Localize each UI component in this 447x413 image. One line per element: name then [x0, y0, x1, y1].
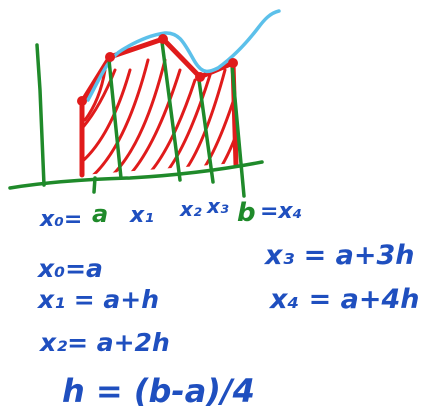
label-x3: x₃ — [206, 194, 229, 218]
point-x4 — [228, 58, 238, 68]
division-lines — [92, 40, 246, 198]
equation-x0: x₀=a — [36, 254, 103, 283]
sample-points — [77, 34, 238, 106]
equation-x3: x₃ = a+3h — [263, 240, 415, 271]
label-x0-eq: x₀= — [39, 207, 82, 232]
point-x2 — [158, 34, 168, 44]
equation-x2: x₂= a+2h — [38, 328, 170, 357]
label-x2: x₂ — [179, 197, 202, 221]
x-axis — [8, 160, 264, 190]
point-x0 — [77, 96, 87, 106]
function-curve — [86, 9, 281, 102]
label-eq-x4: =x₄ — [260, 199, 302, 224]
equation-x1: x₁ = a+h — [36, 285, 159, 314]
equations: x₀=a x₁ = a+h x₂= a+2h x₃ = a+3h x₄ = a+… — [36, 240, 420, 410]
label-b: b — [237, 198, 256, 228]
point-x1 — [105, 52, 115, 62]
label-a: a — [92, 200, 108, 228]
axis-labels: x₀= a x₁ x₂ x₃ b =x₄ — [39, 194, 302, 232]
equation-x4: x₄ = a+4h — [268, 284, 420, 315]
equation-h: h = (b-a)/4 — [62, 372, 255, 410]
point-x3 — [195, 72, 205, 82]
y-axis — [35, 43, 46, 187]
label-x1: x₁ — [129, 203, 154, 228]
